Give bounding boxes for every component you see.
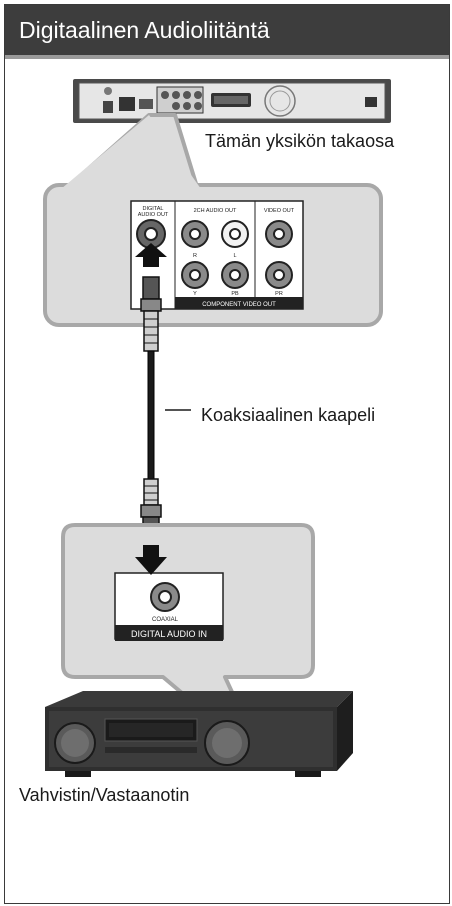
arrow-down-icon [135, 545, 167, 575]
section-header: Digitaalinen Audioliitäntä [5, 5, 449, 59]
digital-out-label-1: DIGITAL [143, 206, 164, 212]
page-title: Digitaalinen Audioliitäntä [19, 17, 270, 43]
connection-diagram: DIGITAL AUDIO OUT 2CH AUDIO OUT VIDEO OU… [43, 79, 391, 777]
coaxial-label: COAXIAL [152, 617, 179, 623]
r-label: R [193, 253, 197, 259]
video-out-label: VIDEO OUT [264, 208, 295, 214]
component-video-label: COMPONENT VIDEO OUT [202, 302, 276, 308]
lower-rca-plug [140, 478, 162, 540]
rear-of-unit-caption: Tämän yksikön takaosa [205, 131, 395, 151]
arrow-up-icon [135, 243, 167, 267]
page-frame: Digitaalinen Audioliitäntä [4, 4, 450, 904]
digital-out-label-2: AUDIO OUT [138, 212, 169, 218]
receiver-device [45, 691, 353, 777]
audio-2ch-label: 2CH AUDIO OUT [194, 208, 237, 214]
receiver-caption: Vahvistin/Vastaanotin [19, 785, 190, 805]
upper-rca-plug [140, 276, 162, 352]
player-jack-callout: DIGITAL AUDIO OUT 2CH AUDIO OUT VIDEO OU… [43, 115, 383, 327]
coaxial-cable-caption: Koaksiaalinen kaapeli [201, 405, 376, 425]
pb-label: PB [231, 291, 239, 297]
player-rear-device [73, 79, 391, 123]
pr-label: PR [275, 291, 283, 297]
y-label: Y [193, 291, 197, 297]
coaxial-cable [147, 350, 155, 480]
digital-audio-in-label: DIGITAL AUDIO IN [131, 629, 207, 639]
receiver-jack-callout: COAXIAL DIGITAL AUDIO IN [61, 523, 315, 765]
l-label: L [233, 253, 236, 259]
